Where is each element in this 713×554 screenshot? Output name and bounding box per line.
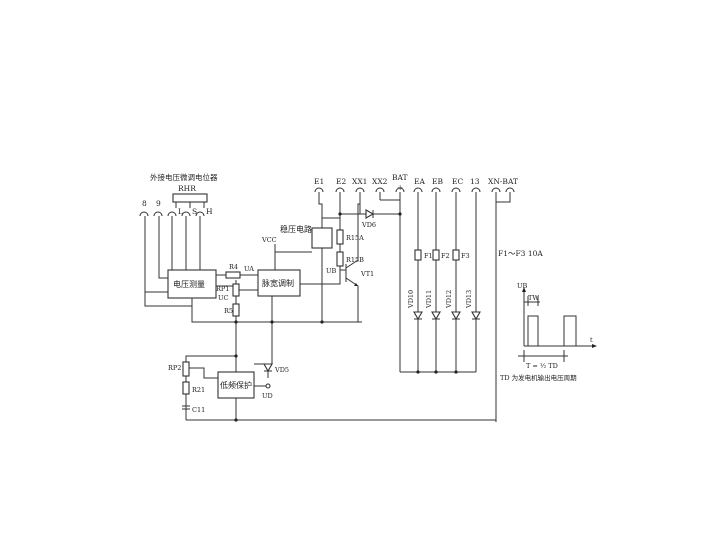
r4-label: R4 <box>229 263 238 271</box>
terminal-xn-bat: XN-BAT <box>488 177 518 422</box>
diode-vd10 <box>413 311 423 372</box>
voltage-measure-block <box>167 269 217 299</box>
svg-text:EB: EB <box>432 177 443 186</box>
svg-text:XX1: XX1 <box>352 177 367 186</box>
pwm-label: 脉宽调制 <box>262 278 294 288</box>
svg-text:XN-BAT: XN-BAT <box>488 177 518 186</box>
svg-text:9: 9 <box>156 199 161 208</box>
fuse-note: F1～F3 10A <box>498 249 543 258</box>
svg-text:EC: EC <box>452 177 463 186</box>
ud-label: UD <box>262 392 273 400</box>
vd5-label: VD5 <box>274 366 289 374</box>
low-freq-label: 低频保护 <box>220 380 252 390</box>
ub-waveform <box>518 287 597 362</box>
ext-terminal-l: L <box>167 207 183 270</box>
rhr-label: RHR <box>178 184 196 193</box>
terminal-xx2: XX2 <box>372 177 388 200</box>
uc-label: UC <box>218 294 228 302</box>
svg-text:13: 13 <box>470 177 480 186</box>
vcc-label: VCC <box>261 236 277 244</box>
ext-terminal-h: H <box>195 207 213 270</box>
voltage-measure-label: 电压测量 <box>173 279 205 289</box>
terminal-bat: BAT + <box>392 173 408 372</box>
svg-text:E1: E1 <box>314 177 324 186</box>
terminal-e2: E2 <box>335 177 346 230</box>
low-freq-block <box>217 371 255 399</box>
pwm-block <box>257 269 301 297</box>
rp1-label: RP1 <box>216 285 229 293</box>
vt1-transistor <box>345 203 360 322</box>
external-potentiometer <box>172 193 208 208</box>
vt1-label: VT1 <box>360 270 374 278</box>
ext-terminal-s: S <box>181 207 197 270</box>
potentiometer-title: 外接电压微调电位器 <box>150 172 218 182</box>
svg-text:8: 8 <box>142 199 147 208</box>
ub-label: UB <box>326 267 336 275</box>
r15a-label: R15A <box>346 234 364 242</box>
wave-tw-label: TW <box>528 294 539 302</box>
vd6-label: VD6 <box>361 221 376 229</box>
wave-ub-label: UB <box>517 282 527 290</box>
f2-label: F2 <box>441 252 450 260</box>
diode-vd11 <box>431 311 441 372</box>
svg-text:EA: EA <box>414 177 425 186</box>
rp2-label: RP2 <box>168 364 181 372</box>
ext-terminal-8: 8 <box>139 199 149 292</box>
terminal-xx1: XX1 <box>352 177 367 202</box>
svg-text:E2: E2 <box>336 177 346 186</box>
diode-vd12 <box>451 311 461 372</box>
terminal-eb: EB <box>431 177 443 245</box>
vd13-label: VD13 <box>465 290 473 309</box>
vd11-label: VD11 <box>425 290 433 309</box>
vd10-label: VD10 <box>407 290 415 309</box>
svg-text:+: + <box>397 183 403 192</box>
wave-t-label: t <box>590 336 593 344</box>
f3-label: F3 <box>461 252 470 260</box>
r15b-label: R15B <box>346 256 364 264</box>
terminal-ec: EC <box>451 177 463 245</box>
svg-text:BAT: BAT <box>392 173 408 182</box>
svg-text:H: H <box>206 207 213 216</box>
terminal-ea: EA <box>413 177 425 245</box>
wave-caption: TD 为发电机输出电压周期 <box>500 373 577 382</box>
c11-label: C11 <box>192 406 205 414</box>
svg-text:S: S <box>192 207 197 216</box>
ext-terminal-9: 9 <box>153 199 168 279</box>
svg-text:XX2: XX2 <box>372 177 388 186</box>
regulator-label: 稳压电路 <box>280 224 312 234</box>
terminal-13: 13 <box>470 177 481 312</box>
vd12-label: VD12 <box>445 290 453 309</box>
wave-period-label: T = ½ TD <box>526 362 558 370</box>
terminal-e1: E1 <box>314 177 324 218</box>
r5-label: R5 <box>224 307 233 315</box>
svg-text:L: L <box>178 207 183 216</box>
r21-label: R21 <box>192 386 205 394</box>
ua-label: UA <box>244 265 254 273</box>
regulator-block <box>311 227 333 249</box>
f1-label: F1 <box>424 252 433 260</box>
diode-vd13 <box>471 311 481 372</box>
